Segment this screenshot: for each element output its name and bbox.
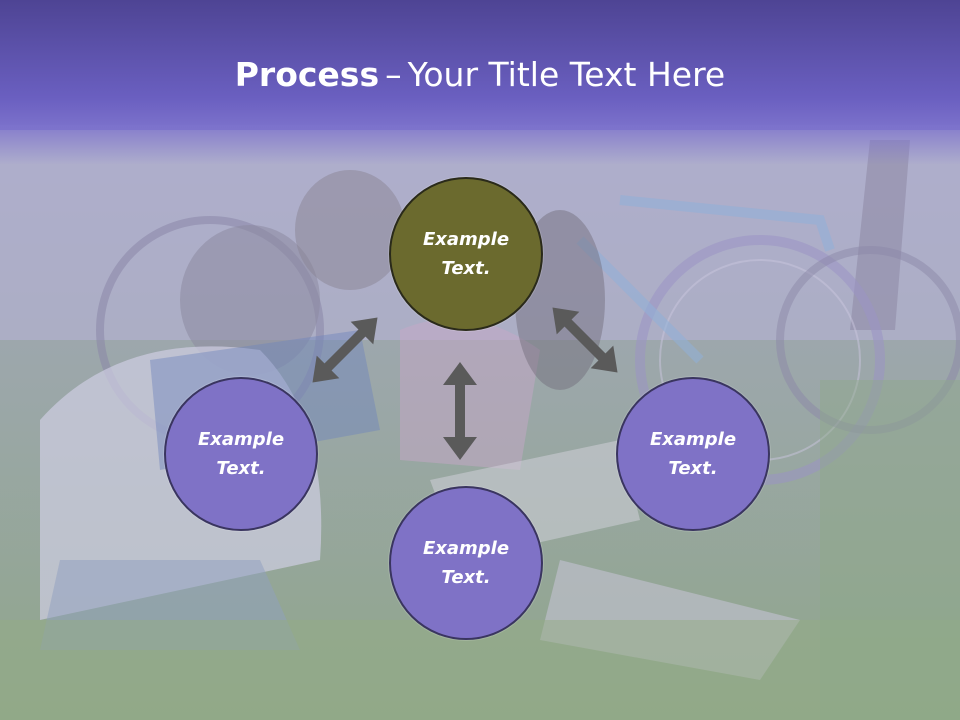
left-node: Example Text.	[164, 377, 318, 531]
right-node: Example Text.	[616, 377, 770, 531]
hub-node-label: Example Text.	[422, 229, 510, 279]
arrow-hub-right	[552, 307, 618, 373]
left-node-label: Example Text.	[197, 429, 285, 479]
slide-title: Process–Your Title Text Here	[0, 52, 960, 98]
title-bold: Process	[234, 55, 380, 94]
hub-node: Example Text.	[389, 177, 543, 331]
bottom-node-label: Example Text.	[422, 538, 510, 588]
arrow-hub-left	[312, 317, 378, 383]
arrow-hub-bottom	[443, 362, 477, 460]
title-text: Your Title Text Here	[407, 55, 726, 94]
title-separator: –	[385, 55, 402, 94]
title-bar	[0, 0, 960, 130]
title-bar-fade	[0, 125, 960, 165]
right-node-label: Example Text.	[649, 429, 737, 479]
bottom-node: Example Text.	[389, 486, 543, 640]
